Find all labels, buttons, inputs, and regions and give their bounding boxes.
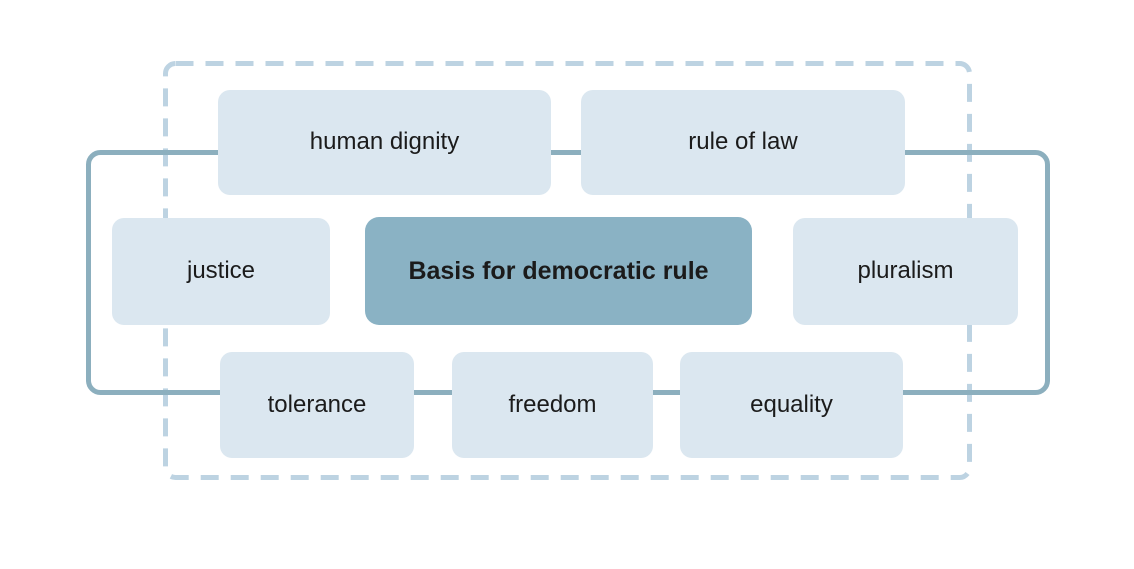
node-center-basis-for-democratic-rule: Basis for democratic rule	[365, 217, 752, 325]
node-label: rule of law	[688, 128, 798, 156]
node-equality: equality	[680, 352, 903, 458]
node-human-dignity: human dignity	[218, 90, 551, 195]
node-label: pluralism	[857, 257, 954, 285]
node-rule-of-law: rule of law	[581, 90, 905, 195]
node-justice: justice	[112, 218, 330, 325]
node-label: freedom	[508, 390, 597, 418]
node-freedom: freedom	[452, 352, 653, 458]
center-node-label: Basis for democratic rule	[408, 257, 709, 285]
node-label: human dignity	[309, 128, 460, 156]
node-label: equality	[750, 390, 833, 418]
node-pluralism: pluralism	[793, 218, 1018, 325]
node-label: tolerance	[267, 390, 367, 418]
node-label: justice	[186, 257, 256, 285]
node-tolerance: tolerance	[220, 352, 414, 458]
